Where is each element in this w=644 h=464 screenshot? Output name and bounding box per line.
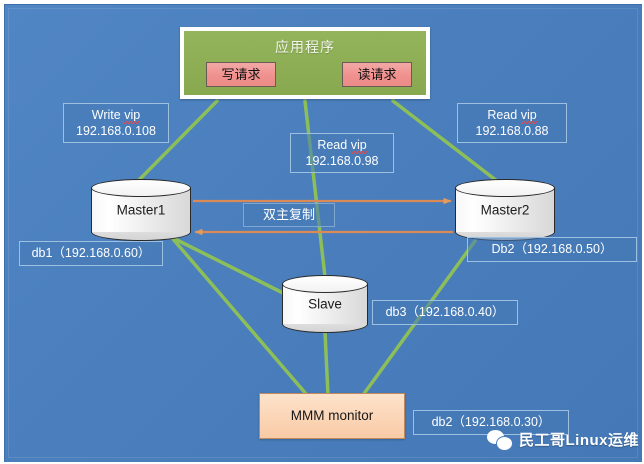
wechat-icon bbox=[487, 429, 513, 451]
link-app-to-slave bbox=[303, 99, 327, 279]
read-vip-98-line1: Read vip bbox=[317, 138, 367, 154]
wechat-bubble-front bbox=[496, 435, 513, 451]
node-master1: Master1 bbox=[91, 179, 191, 241]
cylinder-top bbox=[282, 275, 368, 293]
read-vip-98-address: 192.168.0.98 bbox=[305, 154, 379, 168]
watermark: 民工哥Linux运维 bbox=[487, 429, 639, 451]
write-vip-address: 192.168.0.108 bbox=[76, 124, 156, 138]
cylinder-top bbox=[91, 179, 191, 197]
read-vip-88-label: Read vip 192.168.0.88 bbox=[457, 103, 567, 143]
link-slave-to-monitor bbox=[323, 330, 330, 397]
read-vip-98-label: Read vip 192.168.0.98 bbox=[290, 133, 394, 173]
vip-word: vip bbox=[350, 138, 367, 154]
application-title: 应用程序 bbox=[275, 39, 335, 55]
node-master2: Master2 bbox=[455, 179, 555, 241]
node-master2-label: Master2 bbox=[480, 202, 530, 218]
node-slave: Slave bbox=[282, 275, 368, 333]
replication-label: 双主复制 bbox=[243, 203, 335, 227]
db1-address-label: db1（192.168.0.60） bbox=[19, 241, 163, 266]
vip-word: vip bbox=[124, 108, 141, 124]
link-master1-to-monitor bbox=[171, 237, 309, 397]
link-app-to-master2 bbox=[391, 99, 499, 183]
link-master1-to-slave bbox=[173, 237, 289, 297]
connector-lines bbox=[136, 99, 499, 397]
application-box: 应用程序 写请求 读请求 bbox=[180, 27, 430, 99]
read-vip-88-address: 192.168.0.88 bbox=[475, 124, 549, 138]
write-vip-line1: Write vip bbox=[91, 108, 141, 124]
cylinder-top bbox=[455, 179, 555, 197]
read-request-button[interactable]: 读请求 bbox=[342, 62, 412, 87]
db3-address-label: db3（192.168.0.40） bbox=[372, 300, 518, 325]
vip-word: vip bbox=[520, 108, 537, 124]
write-request-button[interactable]: 写请求 bbox=[206, 62, 276, 87]
watermark-text: 民工哥Linux运维 bbox=[519, 432, 639, 449]
node-master1-label: Master1 bbox=[116, 202, 166, 218]
db2-address-label: Db2（192.168.0.50） bbox=[467, 237, 637, 262]
link-app-to-master1 bbox=[136, 99, 219, 183]
mmm-monitor-box: MMM monitor bbox=[259, 393, 405, 439]
diagram-canvas: 应用程序 写请求 读请求 Write vip 192.168.0.108 Rea… bbox=[4, 4, 642, 462]
write-vip-label: Write vip 192.168.0.108 bbox=[63, 103, 169, 143]
read-vip-88-line1: Read vip bbox=[487, 108, 537, 124]
node-slave-label: Slave bbox=[308, 296, 342, 312]
